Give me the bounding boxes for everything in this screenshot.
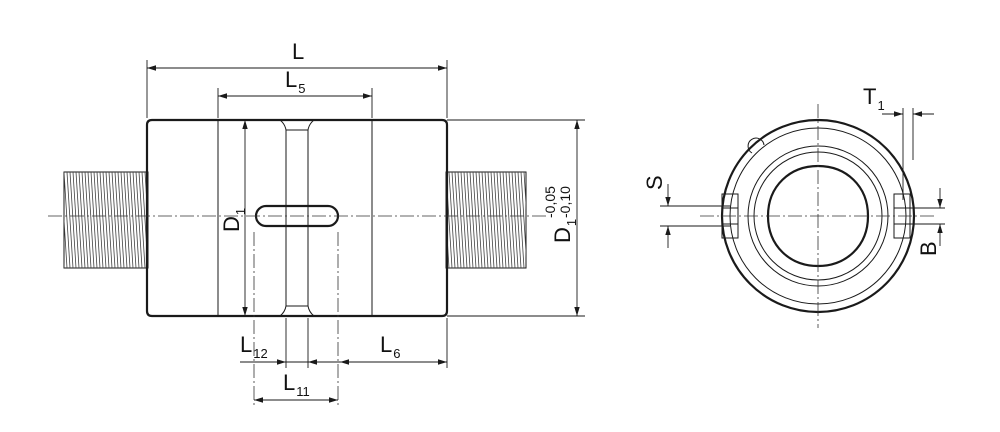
thread-line [72, 172, 80, 268]
thread-line [123, 172, 131, 268]
thread-line [66, 172, 74, 268]
thread-line [126, 172, 134, 268]
thread-line [475, 172, 483, 268]
thread-line [451, 172, 459, 268]
thread-line [75, 172, 83, 268]
thread-line [523, 172, 526, 211]
label-L: L [292, 39, 304, 64]
thread-line [52, 172, 58, 268]
thread-line [484, 172, 492, 268]
thread-line [157, 172, 163, 268]
thread-line [78, 172, 86, 268]
thread-line [102, 172, 110, 268]
thread-line [147, 172, 148, 179]
thread-line [446, 261, 447, 268]
thread-line [448, 172, 456, 268]
thread-line [469, 172, 477, 268]
thread-line [454, 172, 462, 268]
thread-line [55, 172, 61, 268]
thread-line [508, 172, 516, 268]
thread-line [490, 172, 498, 268]
thread-line [105, 172, 113, 268]
thread-line [108, 172, 116, 268]
thread-line [511, 172, 519, 268]
thread-line [87, 172, 95, 268]
tolerance-upper: -0,05 [542, 186, 558, 218]
label-L6: L6 [380, 332, 400, 361]
label-D1-inner: D1 [219, 208, 248, 232]
thread-line [151, 172, 157, 268]
thread-line [437, 172, 443, 268]
thread-line [493, 172, 501, 268]
label-L5: L5 [285, 67, 305, 96]
thread-line [527, 172, 533, 268]
thread-line [517, 172, 525, 268]
thread-line [478, 172, 486, 268]
thread-line [120, 172, 128, 268]
thread-line [90, 172, 98, 268]
thread-line [69, 172, 77, 268]
label-D1-outer: D1 [550, 219, 579, 243]
label-T1: T1 [863, 84, 885, 113]
main-body [145, 118, 449, 318]
thread-line [111, 172, 119, 268]
thread-line [64, 172, 71, 268]
thread-line [84, 172, 92, 268]
thread-line [466, 172, 474, 268]
thread-line [434, 172, 440, 268]
thread-line [117, 172, 125, 268]
thread-line [520, 172, 526, 259]
right-thread [434, 171, 539, 269]
thread-line [530, 172, 536, 268]
thread-line [93, 172, 101, 268]
label-B: B [916, 241, 941, 256]
thread-line [132, 172, 140, 268]
thread-line [96, 172, 104, 268]
thread-line [138, 172, 146, 268]
thread-line [533, 172, 539, 268]
thread-line [463, 172, 471, 268]
thread-line [81, 172, 89, 268]
label-L12: L12 [240, 332, 268, 361]
side-view: L L5 D1 D1 -0,05 -0,10 L12 L6 L11 [48, 39, 585, 408]
thread-line [502, 172, 510, 268]
notch [747, 137, 765, 154]
thread-line [64, 213, 68, 268]
thread-line [481, 172, 489, 268]
thread-line [457, 172, 465, 268]
thread-line [154, 172, 160, 268]
thread-line [135, 172, 143, 268]
thread-line [99, 172, 107, 268]
thread-line [499, 172, 507, 268]
thread-line [505, 172, 513, 268]
thread-line [496, 172, 504, 268]
thread-line [114, 172, 122, 268]
tolerance-lower: -0,10 [557, 186, 573, 218]
thread-line [472, 172, 480, 268]
end-view: S B T1 [642, 84, 945, 328]
thread-line [129, 172, 137, 268]
label-S: S [642, 175, 667, 190]
thread-line [487, 172, 495, 268]
thread-line [64, 261, 65, 268]
label-L11: L11 [283, 370, 310, 399]
thread-line [514, 172, 522, 268]
thread-line [460, 172, 468, 268]
